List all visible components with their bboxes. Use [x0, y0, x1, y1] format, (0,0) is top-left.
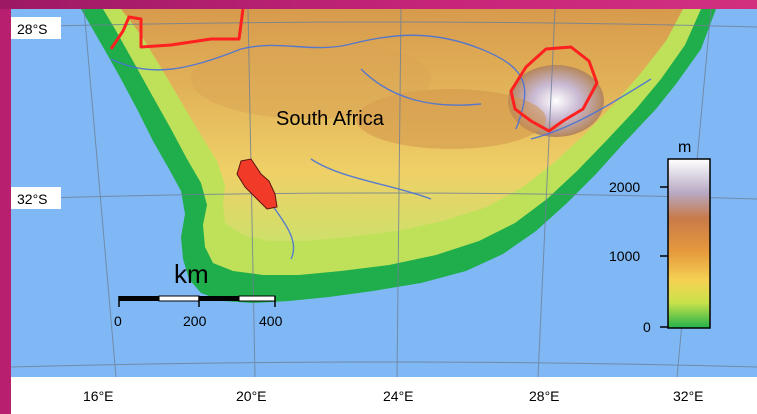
scale-bar-tick-400: 400	[259, 313, 283, 329]
elevation-tick-2000: 2000	[609, 179, 640, 195]
elevation-tick-1000: 1000	[609, 248, 640, 264]
lat-label-28s: 28°S	[17, 21, 48, 37]
scale-bar-seg-1	[119, 296, 159, 301]
scale-bar-seg-2	[158, 295, 200, 302]
lon-label-28e: 28°E	[529, 388, 560, 404]
scale-bar-unit: km	[174, 259, 209, 289]
lat-label-bg-1	[11, 17, 61, 39]
frame-accent-bar	[0, 0, 757, 9]
lon-label-16e: 16°E	[83, 388, 114, 404]
country-label: South Africa	[276, 108, 385, 130]
rivers	[110, 34, 652, 260]
scale-bar: km 0 200 400	[114, 259, 283, 329]
elevation-colorbar	[667, 158, 711, 329]
lesotho-region	[509, 45, 599, 133]
elevation-tick-0: 0	[643, 319, 651, 335]
lon-label-32e: 32°E	[673, 388, 704, 404]
highlighted-region	[236, 158, 278, 210]
lat-label-32s: 32°S	[17, 191, 48, 207]
lon-label-20e: 20°E	[236, 388, 267, 404]
national-borders	[109, 9, 245, 50]
scale-bar-tick-200: 200	[183, 313, 207, 329]
elevation-legend: m 2000 1000 0	[609, 139, 711, 335]
scale-bar-tick-0: 0	[114, 313, 122, 329]
lon-label-24e: 24°E	[383, 388, 414, 404]
scale-bar-seg-4	[238, 295, 276, 302]
elevation-legend-unit: m	[678, 139, 691, 156]
longitude-strip	[11, 377, 757, 414]
scale-bar-seg-3	[199, 296, 239, 301]
lat-label-bg-2	[11, 187, 61, 209]
topographic-map: South Africa 28°S 32°S 16°E 20°E 24°E 28…	[11, 9, 757, 414]
